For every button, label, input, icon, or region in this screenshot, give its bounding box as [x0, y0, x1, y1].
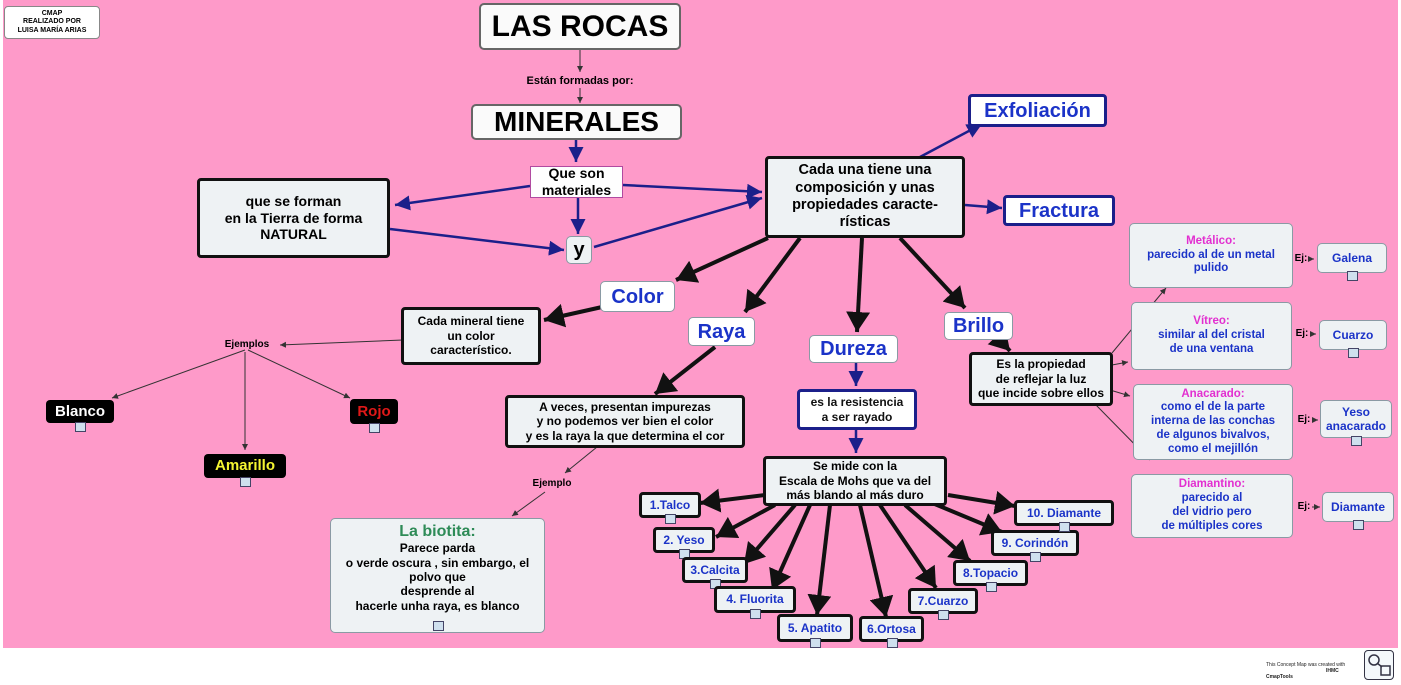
mohs-fluorita[interactable]: 4. Fluorita: [714, 586, 796, 619]
node-raya-desc[interactable]: A veces, presentan impurezas y no podemo…: [505, 395, 745, 448]
image-icon[interactable]: [369, 423, 380, 433]
node-dureza-desc[interactable]: es la resistencia a ser rayado: [797, 389, 917, 430]
example-yeso-anacarado[interactable]: Yeso anacarado: [1320, 400, 1392, 446]
node-color-desc[interactable]: Cada mineral tiene un color característi…: [401, 307, 541, 365]
link-label-ej-4: Ej:: [1297, 501, 1311, 512]
mohs-yeso[interactable]: 2. Yeso: [653, 527, 715, 559]
mohs-ortosa[interactable]: 6.Ortosa: [859, 616, 924, 648]
mohs-apatito[interactable]: 5. Apatito: [777, 614, 853, 648]
link-label-que-son: Que son materiales: [530, 165, 623, 198]
link-label-estan-formadas: Están formadas por:: [526, 75, 634, 88]
node-brillo-desc[interactable]: Es la propiedad de reflejar la luz que i…: [969, 352, 1113, 406]
link-label-ejemplo: Ejemplo: [532, 478, 572, 489]
link-label-ej-3: Ej:: [1297, 414, 1311, 425]
image-icon[interactable]: [1348, 348, 1359, 358]
link-label-ejemplos: Ejemplos: [224, 339, 270, 350]
image-icon[interactable]: [1059, 522, 1070, 532]
brillo-type-metalico[interactable]: Metálico: parecido al de un metal pulido: [1129, 223, 1293, 288]
node-brillo[interactable]: Brillo: [944, 312, 1013, 340]
node-rojo[interactable]: Rojo: [350, 399, 398, 433]
node-raya[interactable]: Raya: [688, 317, 755, 346]
image-icon[interactable]: [985, 582, 997, 592]
image-icon[interactable]: [1030, 552, 1041, 562]
node-minerales[interactable]: MINERALES: [471, 104, 682, 140]
link-label-ej-2: Ej:: [1295, 328, 1309, 339]
image-icon[interactable]: [1347, 271, 1358, 281]
brillo-type-diamantino[interactable]: Diamantino: parecido al del vidrio pero …: [1131, 474, 1293, 538]
node-las-rocas[interactable]: LAS ROCAS: [479, 3, 681, 50]
mohs-corindon[interactable]: 9. Corindón: [991, 530, 1079, 562]
mohs-topacio[interactable]: 8.Topacio: [953, 560, 1028, 592]
node-escala-mohs[interactable]: Se mide con la Escala de Mohs que va del…: [763, 456, 947, 506]
image-icon[interactable]: [75, 422, 86, 432]
cmaptools-logo-icon: [1364, 650, 1394, 680]
mohs-talco[interactable]: 1.Talco: [639, 492, 701, 524]
node-amarillo[interactable]: Amarillo: [204, 454, 286, 487]
node-fractura[interactable]: Fractura: [1003, 195, 1115, 226]
image-icon[interactable]: [432, 621, 444, 631]
mohs-diamante[interactable]: 10. Diamante: [1014, 500, 1114, 532]
link-label-ej-1: Ej:: [1294, 253, 1308, 264]
brillo-type-anacarado[interactable]: Anacarado: como el de la parte interna d…: [1133, 384, 1293, 460]
image-icon[interactable]: [1353, 520, 1364, 530]
credit-line-3: LUISA MARÍA ARIAS: [17, 26, 87, 34]
node-exfoliacion[interactable]: Exfoliación: [968, 94, 1107, 127]
mohs-cuarzo[interactable]: 7.Cuarzo: [908, 588, 978, 620]
node-y[interactable]: y: [566, 236, 592, 264]
cmaptools-credit: This Concept Map was created with IHMC C…: [1266, 662, 1346, 680]
image-icon[interactable]: [1351, 436, 1362, 446]
node-cada-una-tiene[interactable]: Cada una tiene una composición y unas pr…: [765, 156, 965, 238]
node-color[interactable]: Color: [600, 281, 675, 312]
node-dureza[interactable]: Dureza: [809, 335, 898, 363]
example-cuarzo[interactable]: Cuarzo: [1319, 320, 1387, 358]
author-credit-box: CMAP REALIZADO POR LUISA MARÍA ARIAS: [4, 6, 100, 39]
credit-line-2: REALIZADO POR: [23, 18, 81, 26]
node-biotita[interactable]: La biotita: Parece parda o verde oscura …: [330, 518, 545, 633]
node-label: LAS ROCAS: [491, 9, 669, 43]
image-icon[interactable]: [886, 638, 898, 648]
image-icon[interactable]: [240, 477, 251, 487]
node-que-se-forman[interactable]: que se forman en la Tierra de forma NATU…: [197, 178, 390, 258]
credit-line-1: CMAP: [41, 9, 63, 17]
mohs-calcita[interactable]: 3.Calcita: [682, 557, 748, 589]
image-icon[interactable]: [750, 609, 761, 619]
example-galena[interactable]: Galena: [1317, 243, 1387, 281]
brillo-type-vitreo[interactable]: Vítreo: similar al del cristal de una ve…: [1131, 302, 1292, 370]
image-icon[interactable]: [810, 638, 821, 648]
image-icon[interactable]: [665, 514, 676, 524]
image-icon[interactable]: [938, 610, 949, 620]
example-diamante[interactable]: Diamante: [1322, 492, 1394, 530]
node-blanco[interactable]: Blanco: [46, 400, 114, 432]
